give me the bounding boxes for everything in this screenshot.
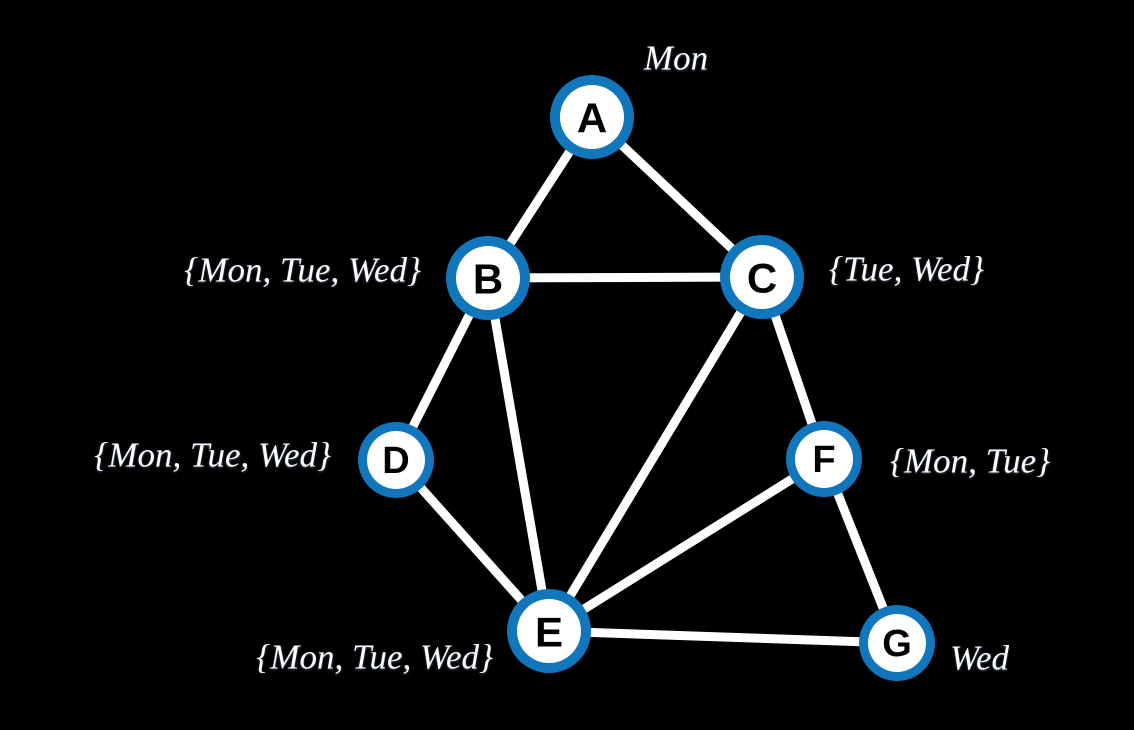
node-inner-c bbox=[730, 245, 794, 309]
node-inner-d bbox=[367, 431, 425, 489]
edges-group bbox=[391, 112, 902, 648]
domain-label-c: {Tue, Wed} bbox=[829, 249, 985, 289]
graph-node-f[interactable]: F bbox=[786, 421, 862, 497]
node-inner-e bbox=[517, 599, 581, 663]
graph-node-e[interactable]: E bbox=[507, 589, 591, 673]
node-letter-b: B bbox=[473, 256, 503, 303]
graph-edge-e-f bbox=[544, 454, 829, 636]
node-inner-a bbox=[560, 85, 624, 149]
node-inner-f bbox=[795, 430, 853, 488]
domain-label-e: {Mon, Tue, Wed} bbox=[256, 637, 493, 677]
domain-label-a: Mon bbox=[643, 38, 709, 78]
node-letter-g: G bbox=[882, 623, 912, 665]
node-letter-e: E bbox=[535, 609, 563, 656]
node-letter-c: C bbox=[747, 255, 777, 302]
nodes-group: A B C D E F G bbox=[358, 75, 935, 681]
graph-node-g[interactable]: G bbox=[859, 605, 935, 681]
node-inner-g bbox=[868, 614, 926, 672]
graph-edge-b-e bbox=[483, 273, 554, 636]
node-letter-f: F bbox=[812, 439, 835, 481]
graph-edge-e-g bbox=[544, 626, 902, 648]
domain-label-f: {Mon, Tue} bbox=[890, 441, 1051, 481]
domain-label-g: Wed bbox=[950, 638, 1009, 678]
domain-label-b: {Mon, Tue, Wed} bbox=[184, 250, 421, 290]
graph-node-b[interactable]: B bbox=[446, 236, 530, 320]
graph-node-a[interactable]: A bbox=[550, 75, 634, 159]
graph-node-c[interactable]: C bbox=[720, 235, 804, 319]
node-letter-a: A bbox=[577, 95, 607, 142]
domain-label-d: {Mon, Tue, Wed} bbox=[94, 435, 331, 475]
graph-edge-b-c bbox=[483, 272, 767, 283]
node-letter-d: D bbox=[382, 440, 409, 482]
graph-edge-c-e bbox=[544, 272, 767, 636]
graph-node-d[interactable]: D bbox=[358, 422, 434, 498]
node-inner-b bbox=[456, 246, 520, 310]
